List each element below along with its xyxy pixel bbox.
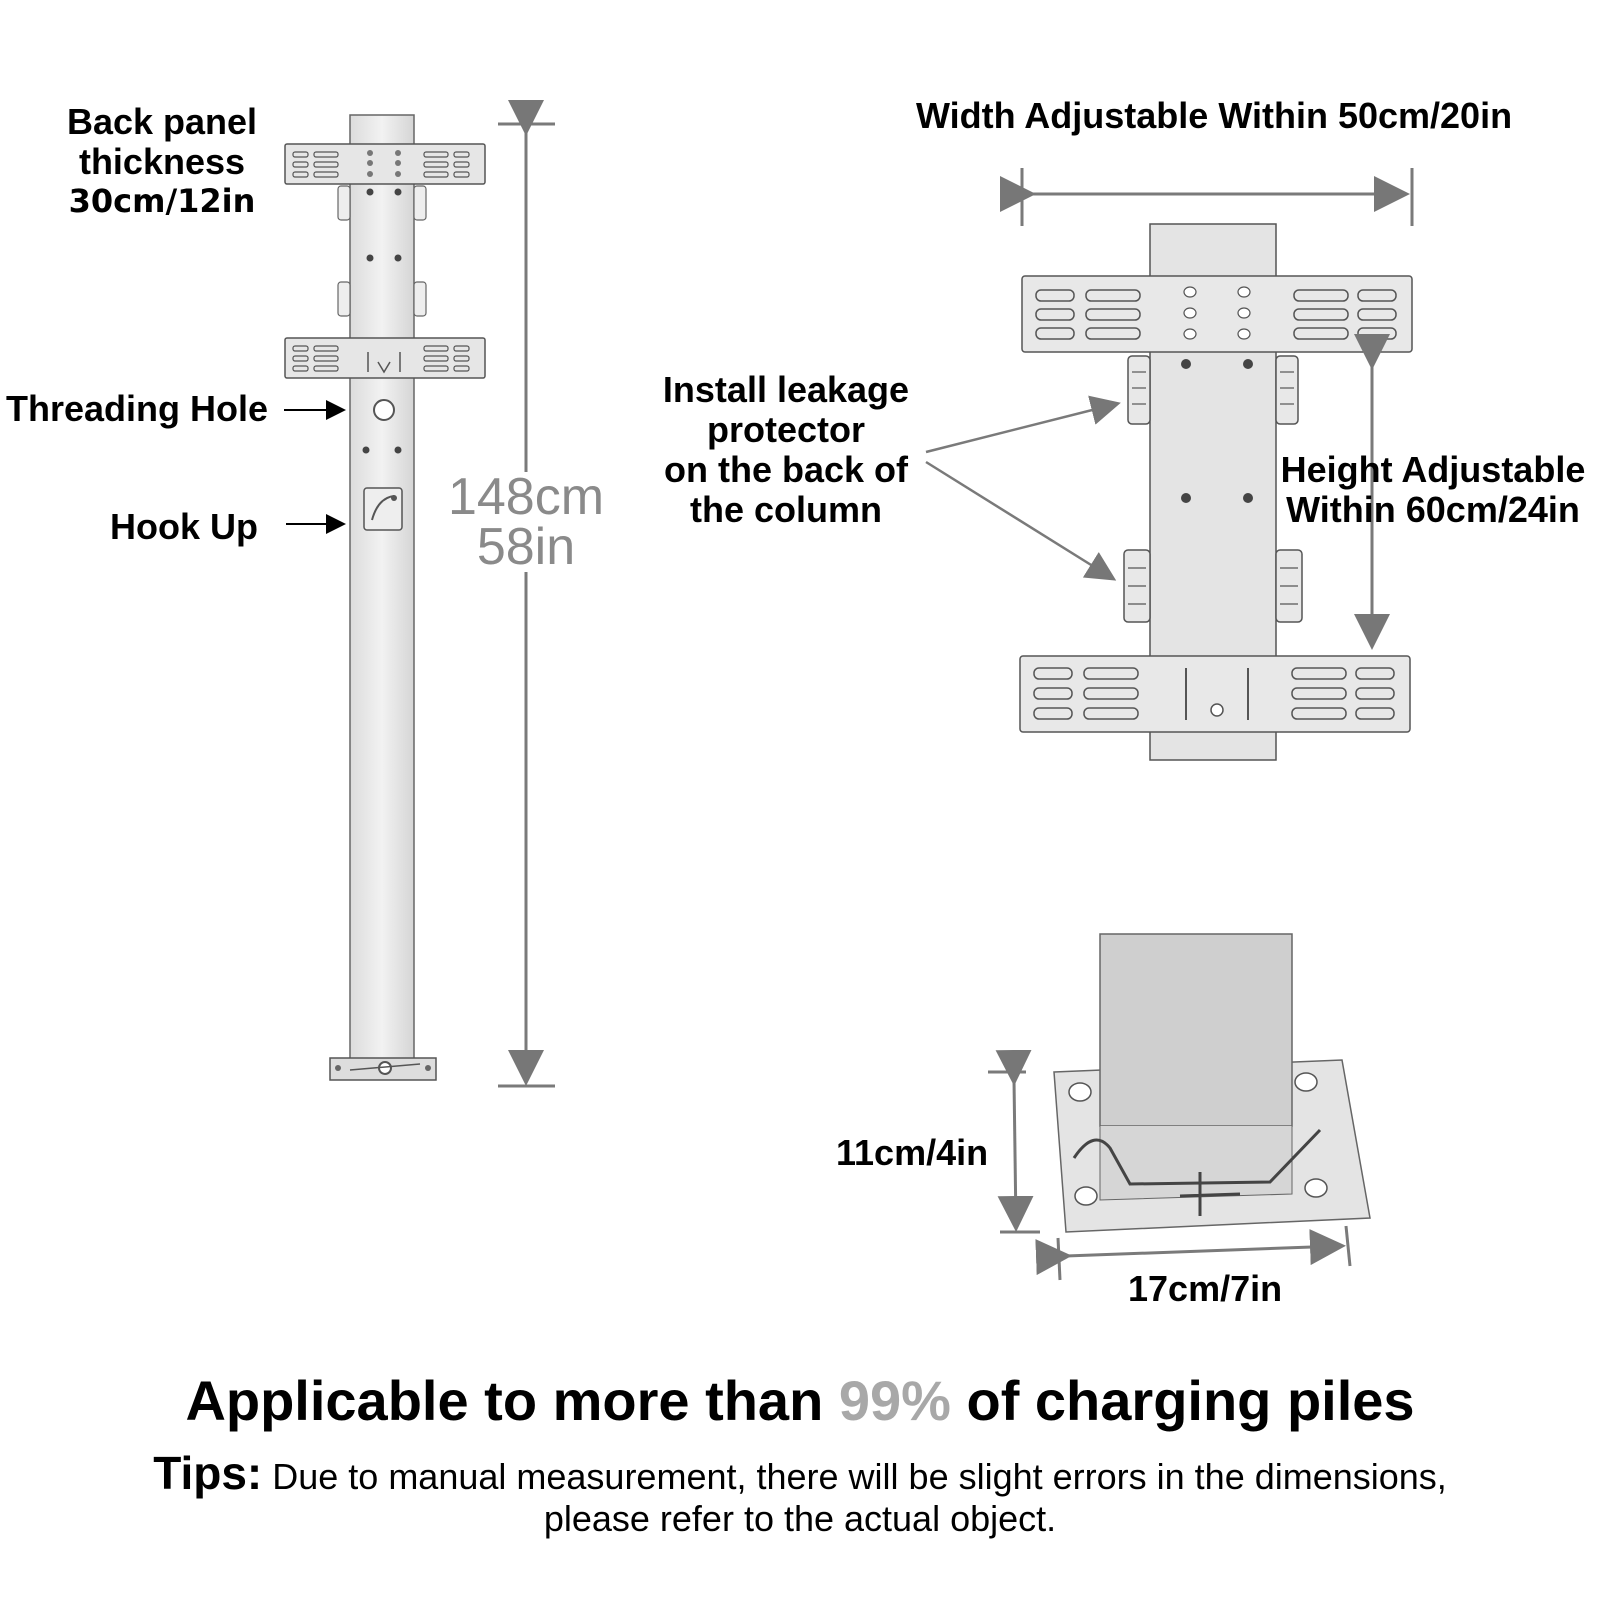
width-dimension-line bbox=[1000, 168, 1414, 226]
headline-percent: 99% bbox=[838, 1369, 951, 1432]
column-height-in: 58in bbox=[476, 518, 576, 576]
tips: Tips: Due to manual measurement, there w… bbox=[0, 1450, 1600, 1540]
height-adjustable-label: Height Adjustable Within 60cm/24in bbox=[1270, 450, 1596, 530]
hook-up-label: Hook Up bbox=[110, 506, 258, 547]
base-height-label: 11cm/4in bbox=[836, 1132, 989, 1173]
tips-line2: please refer to the actual object. bbox=[543, 1498, 1057, 1539]
leakage-pointer-lower bbox=[925, 460, 1117, 581]
back-panel-line2: thickness bbox=[78, 141, 246, 182]
column-height-label: 148cm 58in bbox=[436, 468, 616, 576]
upper-bracket-plate bbox=[1021, 275, 1413, 353]
install-line1: Install leakage bbox=[662, 369, 910, 410]
back-panel-label: Back panel thickness bbox=[42, 102, 282, 182]
height-dimension-line bbox=[498, 100, 555, 1088]
install-line2: protector bbox=[706, 409, 865, 450]
height-adj-line1: Height Adjustable bbox=[1280, 449, 1586, 490]
leakage-pointer-upper bbox=[925, 395, 1121, 454]
base-plate-detail bbox=[1053, 933, 1371, 1233]
threading-hole bbox=[373, 399, 395, 421]
base-width-label: 17cm/7in bbox=[1128, 1268, 1283, 1309]
tips-line1: Due to manual measurement, there will be… bbox=[262, 1456, 1447, 1497]
hook-icon bbox=[363, 487, 403, 531]
column-height-cm: 148cm bbox=[447, 468, 605, 526]
top-bracket-plate bbox=[284, 143, 486, 185]
tips-label: Tips: bbox=[153, 1447, 263, 1499]
install-leakage-label: Install leakage protector on the back of… bbox=[640, 370, 932, 530]
install-line4: the column bbox=[689, 489, 882, 530]
install-line3: on the back of bbox=[663, 449, 909, 490]
back-panel-size: 30cm/12in bbox=[68, 182, 256, 220]
headline-after: of charging piles bbox=[950, 1369, 1415, 1432]
height-adj-line2: Within 60cm/24in bbox=[1286, 489, 1580, 530]
width-adjustable-label: Width Adjustable Within 50cm/20in bbox=[916, 95, 1513, 136]
back-panel-line1: Back panel bbox=[66, 101, 258, 142]
bracket-detail bbox=[1019, 223, 1413, 761]
headline-before: Applicable to more than bbox=[185, 1369, 839, 1432]
column-post bbox=[284, 114, 486, 1081]
base-width-dimension-line bbox=[1035, 1225, 1352, 1281]
threading-hole-label: Threading Hole bbox=[6, 388, 269, 429]
column-base bbox=[329, 1057, 437, 1081]
headline: Applicable to more than 99% of charging … bbox=[0, 1368, 1600, 1433]
base-height-dimension-line bbox=[988, 1049, 1040, 1234]
middle-bracket-plate bbox=[284, 337, 486, 379]
lower-bracket-plate bbox=[1019, 655, 1411, 733]
